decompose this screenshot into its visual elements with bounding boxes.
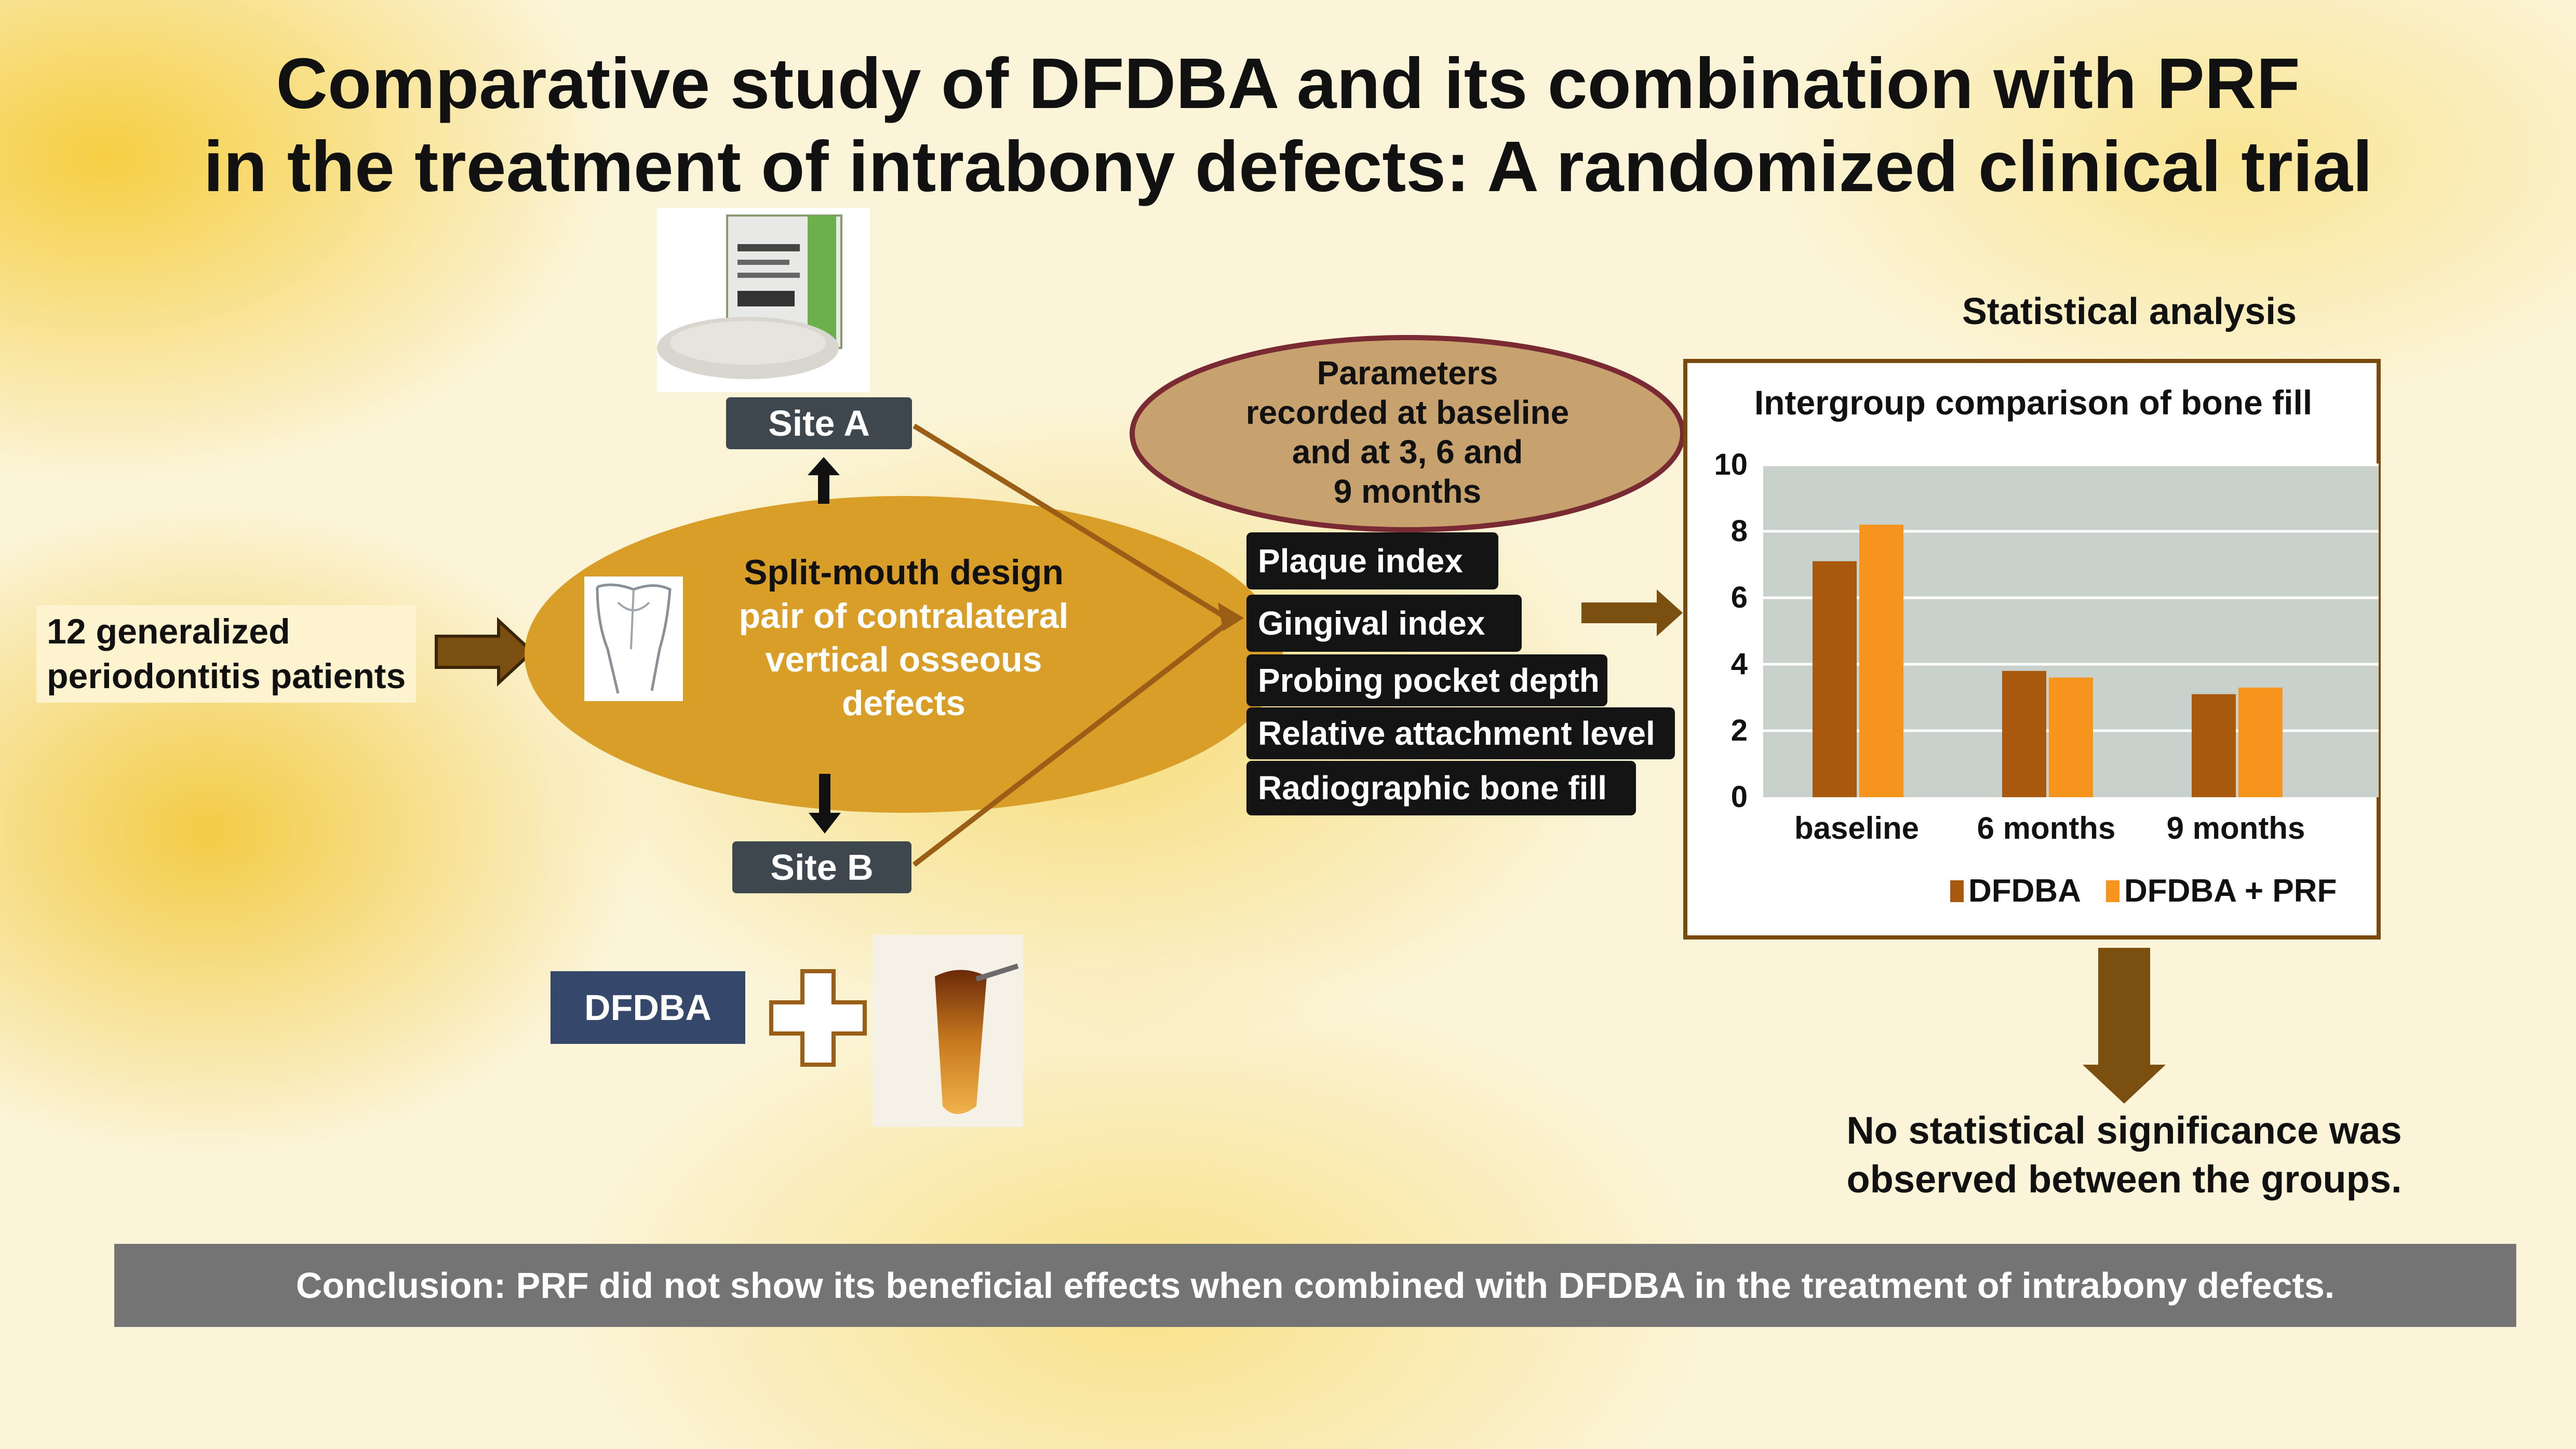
- plus-icon: [769, 969, 867, 1067]
- bone-graft-package-image: [657, 208, 870, 392]
- chart-title: Intergroup comparison of bone fill: [1754, 383, 2313, 422]
- bar-dfdba-prf-0: [1859, 525, 1903, 797]
- tooth-radiograph-image: [584, 576, 683, 701]
- result-text: No statistical significance was observed…: [1714, 1106, 2534, 1204]
- converging-arrow-head: [1218, 602, 1244, 631]
- split-mouth-line-2: vertical osseous: [765, 640, 1042, 679]
- site-a-label: Site A: [726, 397, 912, 449]
- split-mouth-text: Split-mouth design pair of contralateral…: [706, 551, 1101, 725]
- bar-dfdba-1: [2002, 670, 2046, 797]
- split-mouth-line-1: pair of contralateral: [739, 596, 1069, 636]
- y-tick-label: 8: [1730, 514, 1748, 548]
- chart-to-result-arrow: [2083, 948, 2166, 1104]
- param-probing-pocket-depth: Probing pocket depth: [1246, 654, 1607, 706]
- x-category-label: baseline: [1794, 811, 1920, 846]
- title-line-1: Comparative study of DFDBA and its combi…: [276, 44, 2300, 124]
- param-gingival-index: Gingival index: [1246, 595, 1522, 652]
- patients-label: 12 generalized periodontitis patients: [36, 605, 417, 703]
- param-radiographic-bone-fill: Radiographic bone fill: [1246, 761, 1636, 815]
- x-category-label: 9 months: [2166, 811, 2305, 846]
- dfdba-label: DFDBA: [551, 971, 745, 1044]
- legend-swatch-dfdba-prf: [2106, 880, 2119, 902]
- y-tick-label: 10: [1714, 448, 1748, 481]
- prf-clot-image: [873, 935, 1023, 1127]
- y-tick-label: 6: [1730, 581, 1748, 614]
- bar-dfdba-2: [2192, 694, 2236, 797]
- split-mouth-ellipse: [525, 496, 1283, 813]
- parameters-ellipse-line-2: recorded at baseline: [1245, 394, 1569, 431]
- patients-line-1: 12 generalized: [47, 612, 290, 651]
- converging-arrows: [912, 423, 1233, 867]
- parameters-to-chart-arrow: [1581, 589, 1683, 636]
- parameters-ellipse: [1130, 335, 1685, 532]
- parameters-ellipse-text: Parameters recorded at baseline and at 3…: [1195, 353, 1620, 511]
- bar-dfdba-prf-2: [2238, 687, 2283, 797]
- arrow-up-to-site-a: [808, 457, 840, 504]
- result-line-2: observed between the groups.: [1846, 1158, 2402, 1201]
- y-tick-label: 0: [1730, 780, 1748, 814]
- bar-dfdba-prf-1: [2049, 677, 2093, 797]
- patients-line-2: periodontitis patients: [47, 656, 406, 696]
- parameters-ellipse-line-3: and at 3, 6 and: [1292, 433, 1523, 471]
- split-mouth-heading: Split-mouth design: [744, 553, 1064, 592]
- x-category-label: 6 months: [1977, 811, 2116, 846]
- param-relative-attachment-level: Relative attachment level: [1246, 707, 1675, 759]
- legend-swatch-dfdba: [1950, 880, 1964, 902]
- legend-label-dfdba: DFDBA: [1968, 873, 2081, 909]
- title-line-2: in the treatment of intrabony defects: A…: [203, 127, 2373, 207]
- parameters-ellipse-line-1: Parameters: [1317, 354, 1498, 392]
- chart-bars: [1813, 525, 2283, 797]
- arrow-down-to-site-b: [809, 774, 841, 834]
- y-tick-label: 4: [1730, 647, 1748, 681]
- patients-arrow: [435, 617, 535, 687]
- legend-label-dfdba-prf: DFDBA + PRF: [2124, 873, 2337, 909]
- conclusion-bar: Conclusion: PRF did not show its benefic…: [114, 1244, 2516, 1327]
- result-line-1: No statistical significance was: [1846, 1109, 2402, 1152]
- statistical-analysis-heading: Statistical analysis: [1962, 291, 2297, 332]
- param-plaque-index: Plaque index: [1246, 532, 1498, 589]
- split-mouth-line-3: defects: [841, 683, 966, 723]
- bar-dfdba-0: [1813, 561, 1857, 797]
- y-tick-label: 2: [1730, 714, 1748, 747]
- site-b-label: Site B: [732, 841, 911, 893]
- parameters-ellipse-line-4: 9 months: [1333, 473, 1482, 510]
